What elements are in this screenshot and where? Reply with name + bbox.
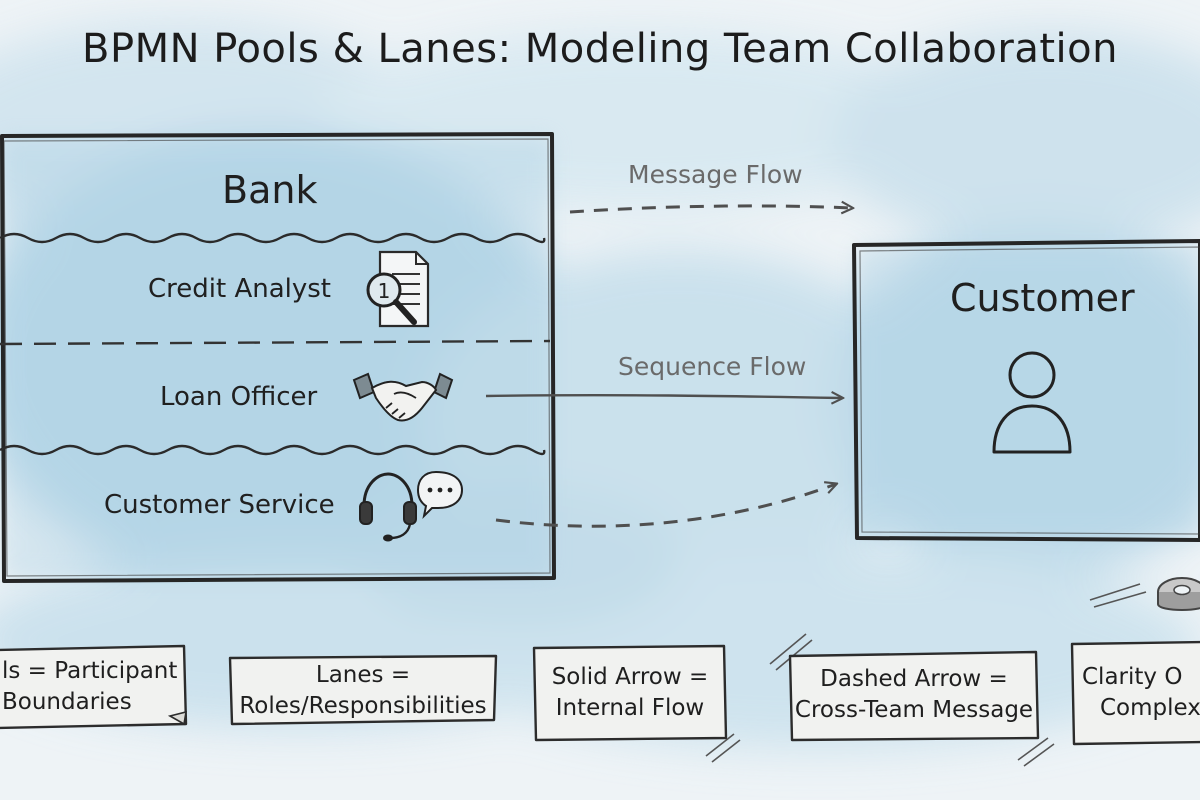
caption-5: Clarity O Complexi <box>1082 662 1200 724</box>
caption-4: Dashed Arrow = Cross-Team Message <box>792 664 1036 726</box>
caption-5-line1: Clarity O <box>1082 664 1183 690</box>
diagram-title: BPMN Pools & Lanes: Modeling Team Collab… <box>82 26 1118 72</box>
caption-1: ls = Participant Boundaries <box>0 656 186 718</box>
customer-pool <box>852 239 1200 542</box>
lane-divider-2 <box>0 339 551 346</box>
caption-2-line1: Lanes = <box>315 662 411 688</box>
customer-service-message-arrow <box>495 484 836 528</box>
caption-3: Solid Arrow = Internal Flow <box>536 662 724 724</box>
caption-card-2 <box>228 654 498 726</box>
svg-text:1: 1 <box>378 279 391 303</box>
document-magnifier-icon: 1 <box>366 250 430 328</box>
lane-label-customer-service: Customer Service <box>104 490 335 520</box>
message-flow-label: Message Flow <box>628 160 803 189</box>
sequence-flow-label: Sequence Flow <box>618 352 807 381</box>
caption-1-line2: Boundaries <box>2 689 132 715</box>
lane-divider-3 <box>0 444 546 456</box>
caption-4-line1: Dashed Arrow = <box>820 666 1008 692</box>
handshake-icon <box>352 372 454 422</box>
tape-roll-icon <box>1157 577 1200 611</box>
caption-3-line2: Internal Flow <box>555 695 705 721</box>
caption-4-line2: Cross-Team Message <box>794 697 1034 723</box>
caption-card-1-curl <box>167 710 187 726</box>
person-icon <box>992 351 1072 454</box>
caption-2-line2: Roles/Responsibilities <box>239 693 487 719</box>
sketch-marks <box>705 583 1147 767</box>
sequence-flow-arrow <box>485 395 842 398</box>
caption-3-line1: Solid Arrow = <box>551 664 709 690</box>
lane-label-credit-analyst: Credit Analyst <box>148 274 332 304</box>
lane-divider-1 <box>0 232 546 244</box>
caption-cards <box>0 640 1200 746</box>
caption-5-line2: Complexi <box>1100 695 1200 721</box>
caption-card-5 <box>1070 640 1200 746</box>
bank-pool <box>0 132 556 583</box>
headset-chat-icon <box>359 470 464 542</box>
caption-card-3 <box>532 644 728 742</box>
message-flow-arrow <box>569 206 852 212</box>
lane-label-loan-officer: Loan Officer <box>160 382 318 412</box>
customer-pool-name: Customer <box>950 276 1135 320</box>
caption-card-1 <box>0 644 188 730</box>
caption-card-4 <box>788 650 1040 742</box>
caption-1-line1: ls = Participant <box>2 658 178 684</box>
caption-2: Lanes = Roles/Responsibilities <box>232 660 494 722</box>
bank-pool-name: Bank <box>222 168 318 212</box>
